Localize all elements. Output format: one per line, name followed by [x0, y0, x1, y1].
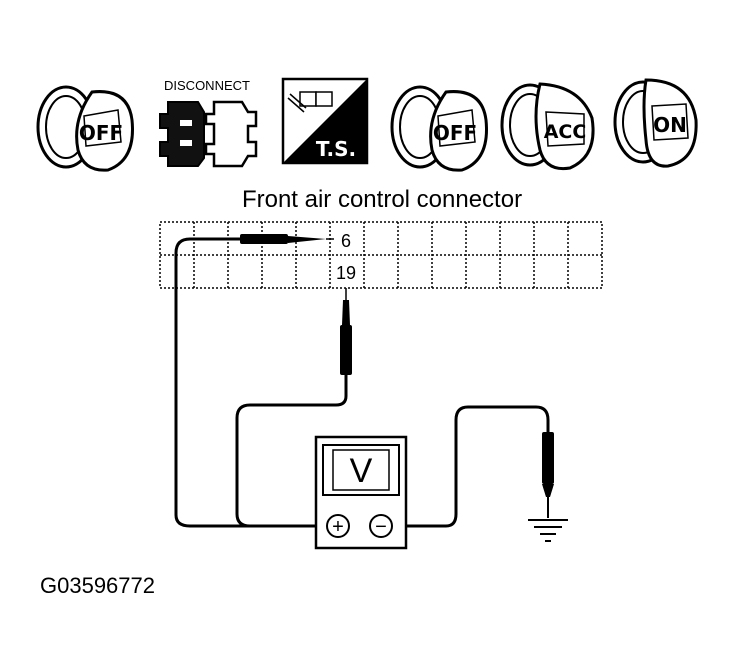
terminal-6-label: 6	[341, 231, 351, 251]
figure-id: G03596772	[40, 573, 155, 598]
ts-label: T.S.	[316, 137, 356, 161]
probe-terminal-6	[240, 234, 334, 244]
ignition-off-label: OFF	[433, 121, 477, 145]
voltmeter: V + −	[314, 435, 408, 550]
disconnect-label: DISCONNECT	[164, 78, 250, 93]
ignition-off-icon: OFF	[390, 85, 488, 172]
ignition-off-label: OFF	[79, 121, 123, 145]
terminal-19-label: 19	[336, 263, 356, 283]
connector-title: Front air control connector	[242, 186, 522, 213]
ignition-acc-label: ACC	[544, 121, 587, 143]
ignition-on-label: ON	[653, 113, 687, 137]
plus-terminal	[326, 514, 350, 538]
plus-terminal-label: +	[332, 516, 344, 538]
ignition-on-icon: ON	[613, 78, 698, 168]
minus-terminal	[369, 514, 393, 538]
ts-icon: T.S.	[281, 77, 369, 165]
probe-ground	[542, 432, 554, 497]
voltmeter-symbol: V	[350, 452, 373, 490]
ignition-off-icon: OFF	[36, 85, 134, 172]
disconnect-icon: DISCONNECT	[159, 78, 258, 168]
ignition-acc-icon: ACC	[500, 82, 595, 171]
probe-terminal-19	[340, 288, 352, 375]
minus-terminal-label: −	[375, 516, 387, 538]
ground-icon	[528, 519, 568, 542]
connector-grid	[159, 221, 603, 289]
test-leads	[174, 237, 550, 528]
